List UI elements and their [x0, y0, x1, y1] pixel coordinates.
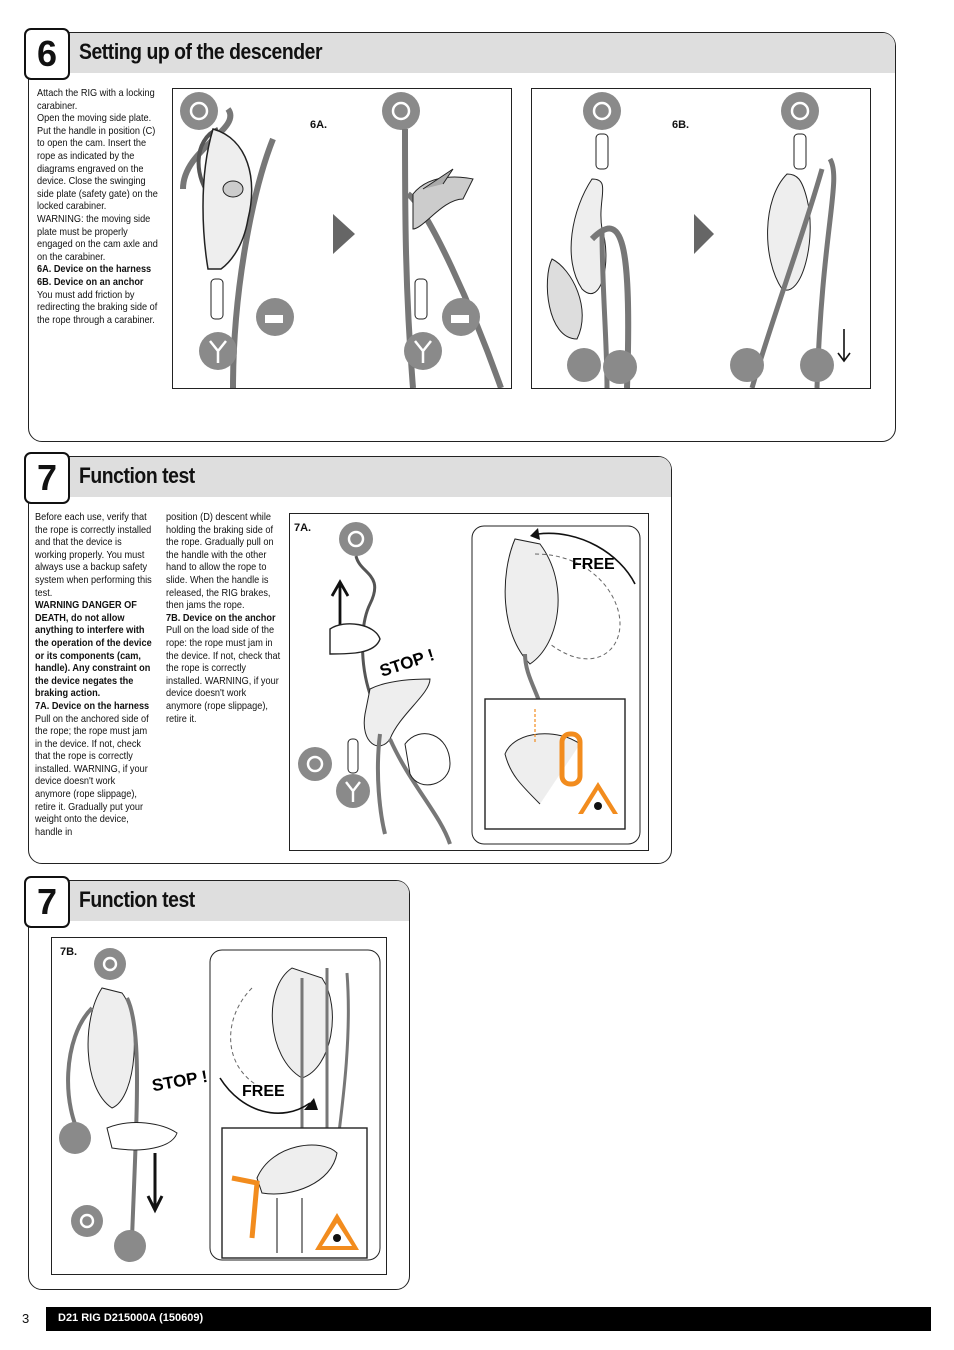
- arrow-down-icon: [146, 1153, 164, 1214]
- load-icon: [603, 350, 637, 384]
- section-7a-number: 7: [24, 452, 70, 504]
- free-text: FREE: [572, 556, 615, 573]
- panel-6b: 6B.: [531, 88, 871, 389]
- section-6-header: Setting up of the descender: [29, 33, 895, 73]
- panel-7a-label: 7A.: [294, 522, 312, 534]
- s7a-col2-paragraph: position (D) descent while holding the b…: [166, 512, 277, 612]
- panel-6a-label: 6A.: [310, 119, 328, 131]
- s6-paragraph: Open the moving side plate. Put the hand…: [37, 113, 161, 213]
- illustration-7a: STOP ! FREE: [298, 522, 641, 845]
- section-7a-text-col1: Before each use, verify that the rope is…: [35, 512, 153, 839]
- section-7b-title: Function test: [79, 887, 195, 912]
- illustration-6b: [546, 92, 851, 388]
- load-icon: [800, 348, 834, 382]
- stop-text: STOP !: [151, 1067, 210, 1095]
- panel-7a: 7A. STOP ! FREE: [289, 513, 649, 851]
- section-7a: Function test Before each use, verify th…: [28, 456, 672, 864]
- s6-paragraph: Attach the RIG with a locking carabiner.: [37, 88, 158, 112]
- s7a-col1-paragraph: WARNING DANGER OF DEATH, do not allow an…: [35, 600, 155, 700]
- illustration-6a: [180, 92, 504, 388]
- section-6-text: Attach the RIG with a locking carabiner.…: [37, 88, 163, 327]
- stop-text: STOP !: [377, 645, 436, 680]
- s7a-col1-paragraph: Before each use, verify that the rope is…: [35, 512, 155, 599]
- section-6: Setting up of the descender Attach the R…: [28, 32, 896, 442]
- anchor-icon: [382, 92, 420, 130]
- anchor-icon: [339, 522, 373, 556]
- section-7b-header: Function test: [29, 881, 409, 921]
- free-text: FREE: [242, 1083, 285, 1100]
- anchor-icon: [298, 747, 332, 781]
- section-6-number: 6: [24, 28, 70, 80]
- s7a-col2-paragraph: 7B. Device on the anchor: [166, 612, 276, 624]
- hand-icon: [567, 348, 601, 382]
- section-7a-text-col2: position (D) descent while holding the b…: [166, 512, 283, 726]
- anchor-icon: [583, 92, 621, 130]
- arrow-right-icon: [333, 214, 355, 254]
- panel-7b: 7B. STOP ! FREE: [51, 937, 387, 1275]
- s7a-col1-paragraph: 7A. Device on the harness: [35, 700, 150, 712]
- s6-paragraph: 6A. Device on the harness: [37, 264, 152, 276]
- footer-doc-ref: D21 RIG D215000A (150609): [58, 1312, 204, 1324]
- s7a-col2-paragraph: Pull on the load side of the rope: the r…: [166, 625, 283, 725]
- anchor-icon: [94, 948, 126, 980]
- section-7b-number: 7: [24, 876, 70, 928]
- footer-bar: D21 RIG D215000A (150609): [46, 1307, 931, 1331]
- section-6-title: Setting up of the descender: [79, 39, 323, 64]
- arrow-down-icon: [837, 329, 851, 363]
- section-7b: Function test 7B. STOP ! FREE: [28, 880, 410, 1290]
- section-7a-header: Function test: [29, 457, 671, 497]
- panel-6a: 6A.: [172, 88, 512, 389]
- section-7a-title: Function test: [79, 463, 195, 488]
- s7a-col1-paragraph: Pull on the anchored side of the rope; t…: [35, 713, 152, 838]
- hand-icon: [730, 348, 764, 382]
- arrow-right-icon: [694, 214, 714, 254]
- illustration-7b: STOP ! FREE: [59, 948, 381, 1262]
- load-icon: [114, 1230, 146, 1262]
- hand-illustration: [329, 623, 381, 655]
- anchor-icon: [71, 1205, 103, 1237]
- s6-paragraph: WARNING: the moving side plate must be p…: [37, 213, 161, 263]
- hand-icon: [59, 1122, 91, 1154]
- panel-7b-label: 7B.: [60, 946, 78, 958]
- panel-6b-label: 6B.: [672, 119, 690, 131]
- s6-paragraph: You must add friction by redirecting the…: [37, 289, 160, 326]
- anchor-icon: [180, 92, 218, 130]
- s6-paragraph: 6B. Device on an anchor: [37, 276, 144, 288]
- anchor-icon: [781, 92, 819, 130]
- page-number: 3: [22, 1311, 30, 1326]
